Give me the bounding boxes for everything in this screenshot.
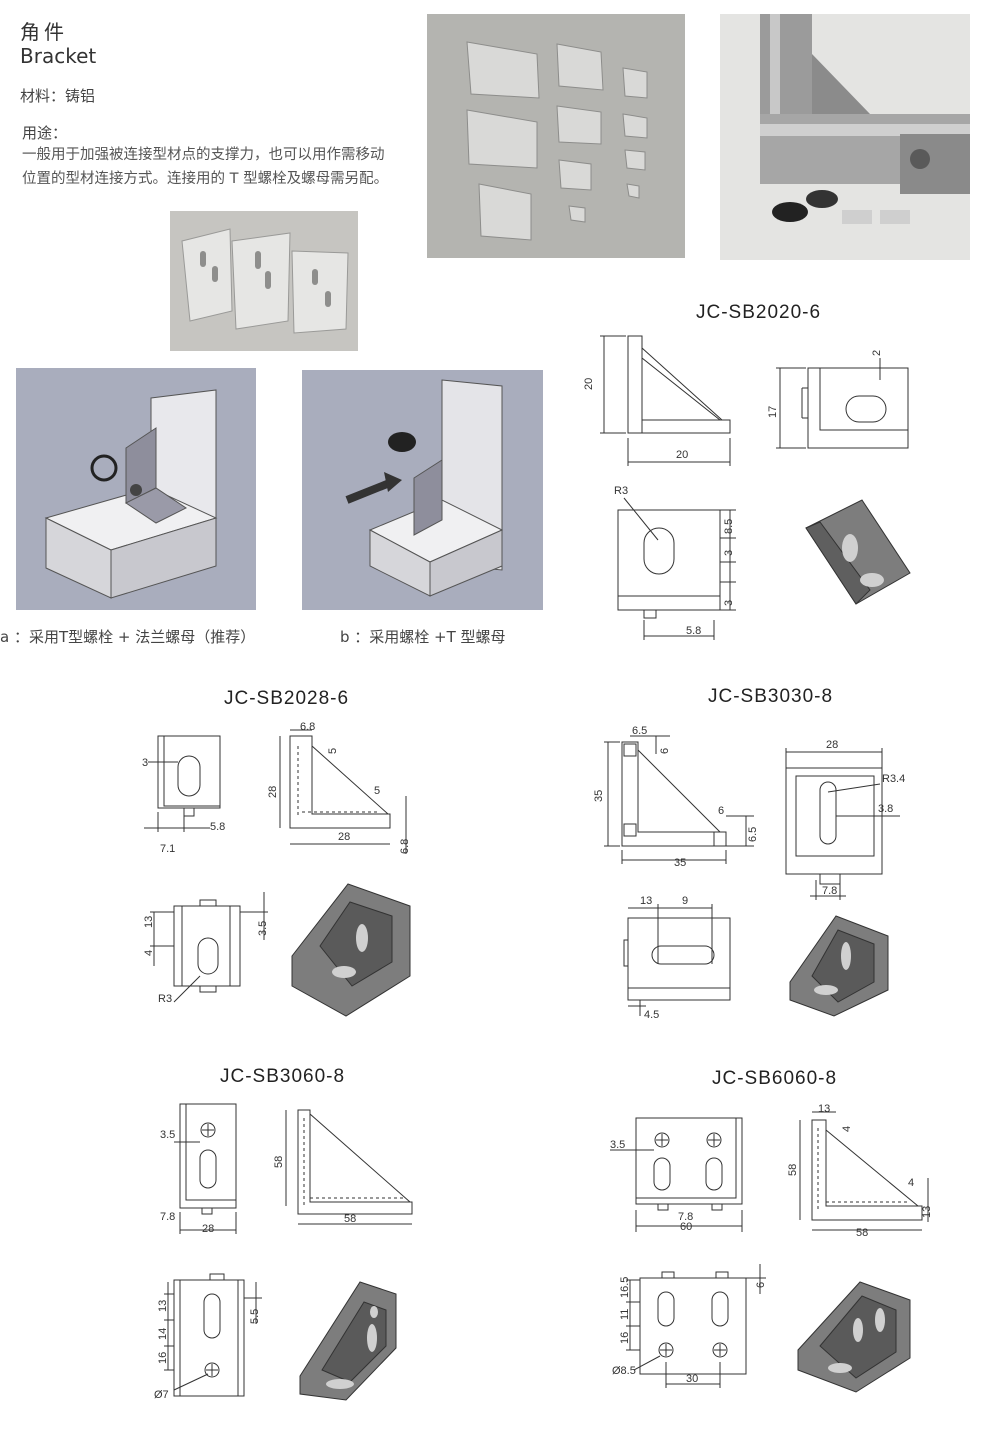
dim-6060-9: 58 — [856, 1227, 868, 1239]
dim-3030-9: 13 — [640, 895, 652, 907]
dim-2028-r: R3 — [158, 993, 172, 1005]
model-title-sb3060: JC-SB3060-8 — [220, 1066, 346, 1087]
render-a-image — [16, 368, 256, 610]
render-b — [302, 370, 543, 610]
dim-3030-8: 7.8 — [822, 885, 837, 897]
iso-sb2028 — [291, 883, 411, 1017]
dim-top-gap: 2 — [871, 350, 883, 356]
dim-3030-4: 6 — [718, 805, 724, 817]
dim-2028-5: 5 — [327, 748, 339, 754]
dim-bw: 5.8 — [686, 625, 701, 637]
model-title-sb3030: JC-SB3030-8 — [708, 686, 834, 707]
dim-3060-5: 58 — [344, 1213, 356, 1225]
photo-bracket-range — [427, 14, 685, 258]
drawing-sb3030: 6.5 6 35 6 6.5 35 28 R3.4 3.8 7.8 13 9 4… — [593, 725, 905, 1021]
dim-6060-4: 13 — [818, 1103, 830, 1115]
material-label: 材料： — [20, 87, 66, 105]
dim-f1: 8.5 — [723, 519, 735, 534]
dim-3030-11: 4.5 — [644, 1009, 659, 1021]
drawing-sb6060: 3.5 7.8 60 13 4 58 4 13 58 16.5 11 16 6 … — [610, 1103, 933, 1393]
dim-6060-8: 13 — [921, 1206, 933, 1218]
dim-6060-10: 16.5 — [619, 1277, 631, 1298]
drawing-sb2020: 20 20 17 2 R3 8.5 3 3 5.8 — [583, 335, 911, 640]
model-title-sb2028: JC-SB2028-6 — [224, 688, 350, 709]
dim-3060-9: 5.5 — [249, 1309, 261, 1324]
dim-r: R3 — [614, 485, 628, 497]
title-en: Bracket — [20, 44, 97, 68]
render-b-image — [302, 370, 543, 610]
dim-2028-12: 3.5 — [257, 921, 269, 936]
iso-sb3060 — [299, 1281, 397, 1401]
dim-3030-5: 6.5 — [747, 827, 759, 842]
model-title-sb2020: JC-SB2020-6 — [696, 302, 822, 323]
dim-3030-10: 9 — [682, 895, 688, 907]
dim-6060-11: 11 — [619, 1309, 631, 1320]
three-brackets-image — [170, 211, 358, 351]
caption-a: a ：采用T型螺栓 + 法兰螺母（推荐） — [0, 628, 256, 646]
dim-3030-3: 35 — [593, 790, 605, 802]
dim-3030-6: 35 — [674, 857, 686, 869]
caption-b: b ：采用螺栓 +T 型螺母 — [340, 628, 506, 646]
bracket-installed-image — [720, 14, 970, 260]
dim-3060-7: 14 — [157, 1328, 169, 1340]
dim-6060-3: 60 — [680, 1221, 692, 1233]
dim-top-h: 17 — [767, 406, 779, 418]
render-a — [16, 368, 256, 610]
dim-side-w: 20 — [676, 449, 688, 461]
dim-2028-4: 6.8 — [300, 721, 315, 733]
dim-6060-13: 6 — [755, 1282, 767, 1288]
model-title-sb6060: JC-SB6060-8 — [712, 1068, 838, 1089]
dim-3060-4: 58 — [273, 1156, 285, 1168]
dim-2028-10: 13 — [143, 916, 155, 928]
iso-sb3030 — [789, 915, 889, 1017]
dim-2028-2: 5.8 — [210, 821, 225, 833]
dim-6060-14: 30 — [686, 1373, 698, 1385]
dim-f2: 3 — [723, 550, 735, 556]
dim-side-h: 20 — [583, 378, 595, 390]
dim-3030-1: 6.5 — [632, 725, 647, 737]
photo-bracket-installed — [720, 14, 970, 260]
dim-6060-1: 3.5 — [610, 1139, 625, 1151]
dim-2028-11: 4 — [143, 950, 155, 956]
usage-text: 一般用于加强被连接型材点的支撑力，也可以用作需移动位置的型材连接方式。连接用的 … — [22, 147, 389, 187]
dim-f3: 3 — [723, 600, 735, 606]
dim-3030-7: 3.8 — [878, 803, 893, 815]
dim-2028-3: 7.1 — [160, 843, 175, 855]
dim-3060-8: 16 — [157, 1352, 169, 1364]
dim-6060-2: 7.8 — [678, 1211, 693, 1223]
title-cn: 角件 — [20, 20, 68, 44]
dim-3030-w: 28 — [826, 739, 838, 751]
dim-3030-r: R3.4 — [882, 773, 905, 785]
iso-sb2020 — [805, 499, 911, 605]
dim-6060-12: 16 — [619, 1332, 631, 1344]
dim-6060-5: 4 — [841, 1126, 853, 1132]
dim-3060-2: 7.8 — [160, 1211, 175, 1223]
bracket-range-image — [427, 14, 685, 258]
dim-6060-7: 4 — [908, 1177, 914, 1189]
dim-3060-6: 13 — [157, 1300, 169, 1312]
dim-6060-dia: Ø8.5 — [612, 1365, 636, 1377]
dim-3060-3: 28 — [202, 1223, 214, 1235]
dim-2028-9: 6.8 — [399, 839, 411, 854]
usage-label: 用途： — [22, 124, 68, 142]
dim-2028-1: 3 — [142, 757, 148, 769]
dim-2028-7: 5 — [374, 785, 380, 797]
material-line: 材料：铸铝 — [20, 85, 95, 106]
photo-three-brackets — [170, 211, 358, 351]
drawing-sb3060: 3.5 7.8 28 58 58 13 14 16 5.5 Ø7 — [154, 1103, 413, 1401]
iso-sb6060 — [797, 1281, 911, 1393]
dim-2028-8: 28 — [338, 831, 350, 843]
dim-6060-6: 58 — [787, 1164, 799, 1176]
dim-3060-1: 3.5 — [160, 1129, 175, 1141]
dim-3030-2: 6 — [659, 748, 671, 754]
dim-3060-dia: Ø7 — [154, 1389, 169, 1401]
dim-2028-6: 28 — [267, 786, 279, 798]
drawing-sb2028: 3 5.8 7.1 6.8 5 28 5 28 6.8 13 4 3.5 R3 — [142, 721, 411, 1017]
material-value: 铸铝 — [65, 87, 96, 105]
